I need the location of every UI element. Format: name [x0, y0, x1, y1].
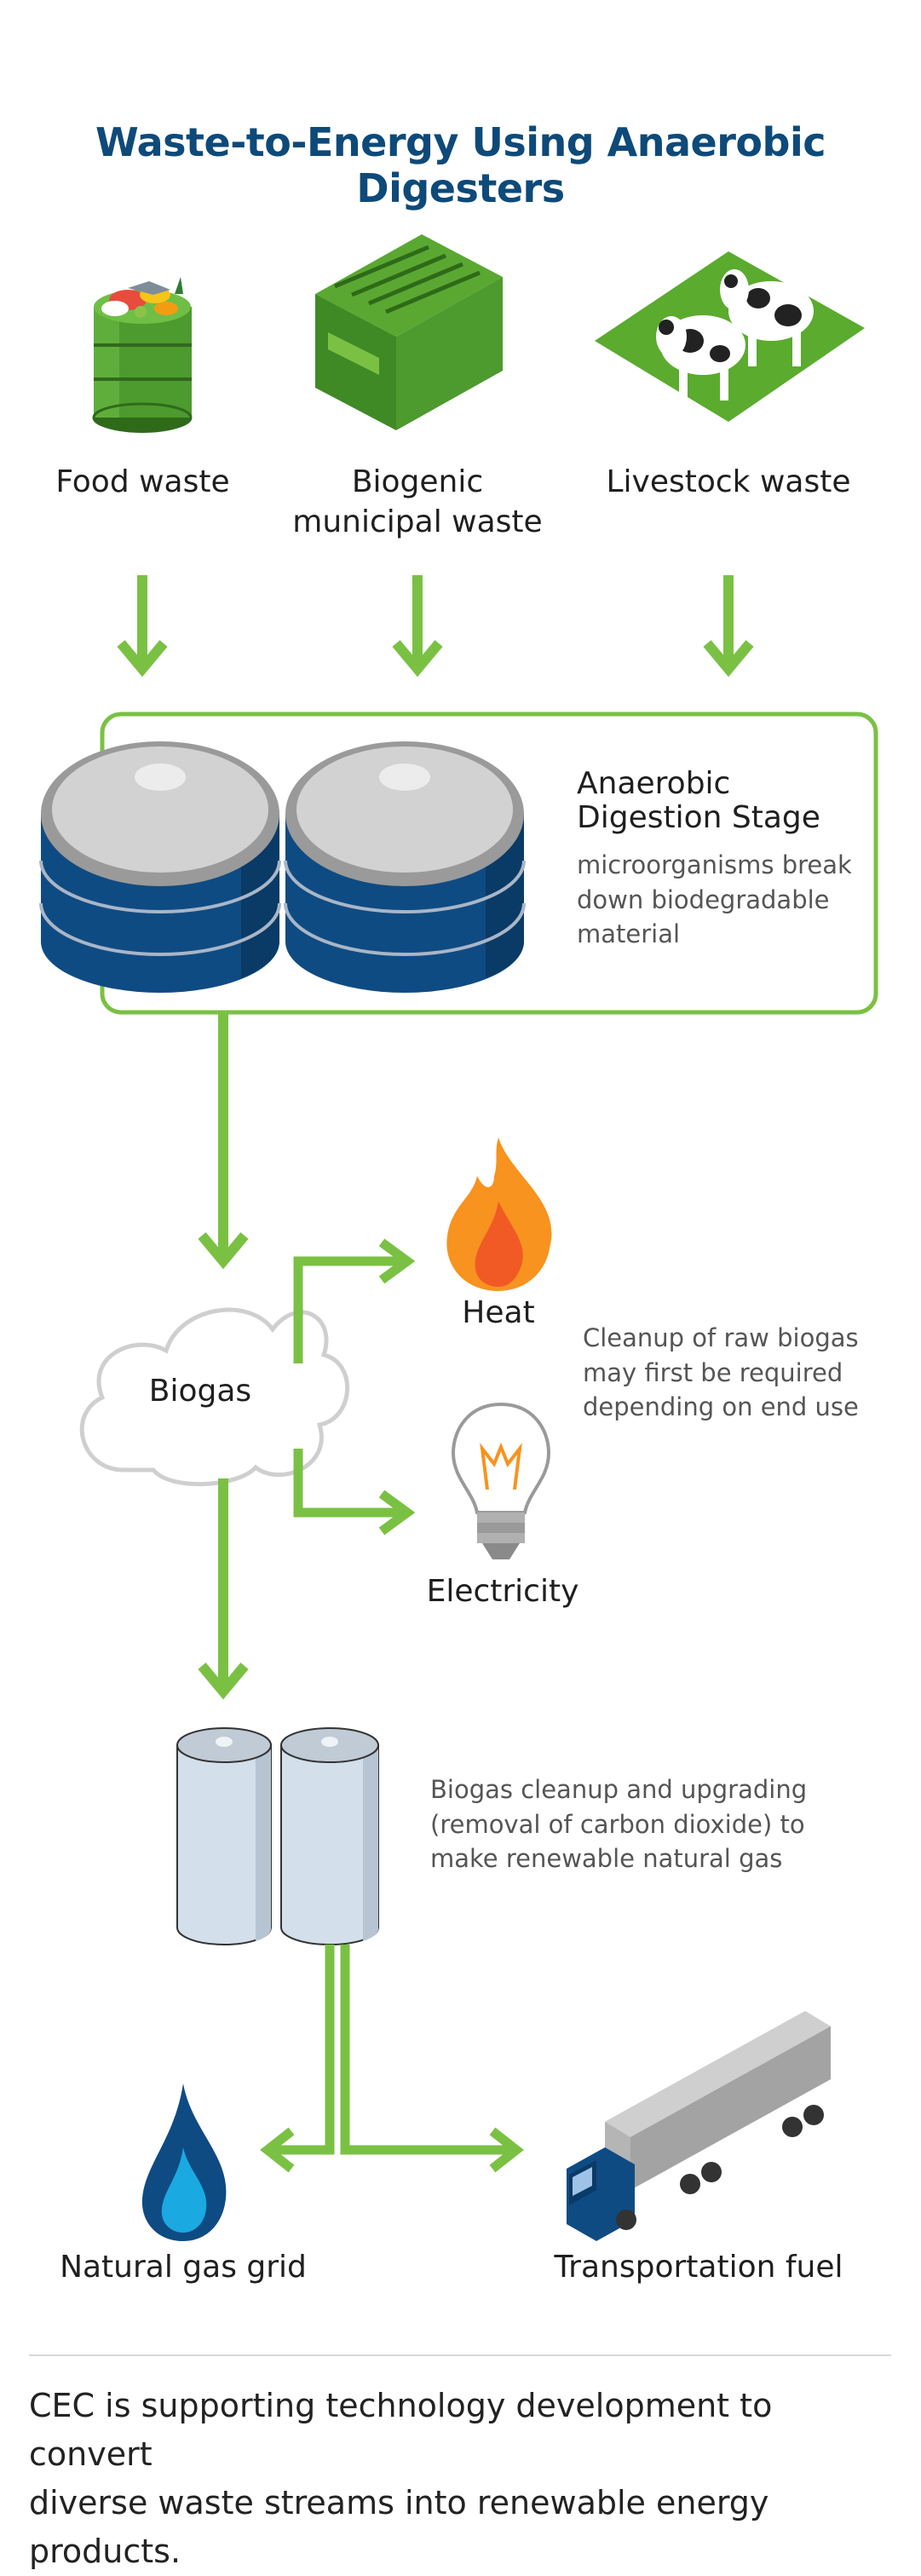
digestion-title-line2: Digestion Stage: [577, 799, 820, 835]
digestion-desc-line2: down biodegradable: [577, 885, 830, 914]
digester-tank-icon: [284, 741, 526, 993]
storage-tank-icon: [280, 1727, 379, 1945]
municipal-waste-label: Biogenic municipal waste: [281, 463, 554, 543]
digestion-desc-line1: microorganisms break: [577, 850, 852, 879]
cows-icon: [595, 251, 865, 422]
digester-tank-icon: [39, 741, 281, 993]
cleanup-note-line3: depending on end use: [583, 1392, 859, 1422]
livestock-waste-label: Livestock waste: [606, 464, 851, 499]
upgrading-note-line2: (removal of carbon dioxide) to: [430, 1809, 805, 1839]
arrow-to-transportation-fuel: [340, 1945, 524, 2173]
electricity-label: Electricity: [426, 1574, 579, 1609]
arrow-to-natural-gas-grid: [260, 1945, 335, 2173]
arrow-biogas-to-upgrading: [198, 1478, 249, 1700]
truck-icon: [567, 2011, 831, 2241]
upgrading-note-line1: Biogas cleanup and upgrading: [430, 1775, 808, 1804]
footer-line2: diverse waste streams into renewable ene…: [29, 2484, 769, 2570]
heat-label: Heat: [462, 1295, 535, 1330]
municipal-waste-label-line2: municipal waste: [292, 504, 543, 539]
arrow-digester-to-biogas: [198, 1012, 249, 1270]
storage-tank-icon: [176, 1727, 272, 1945]
municipal-waste-label-line1: Biogenic: [351, 464, 484, 499]
digestion-title-line1: Anaerobic: [577, 766, 731, 801]
biogas-label: Biogas: [148, 1374, 252, 1409]
upgrading-note-line3: make renewable natural gas: [430, 1844, 783, 1874]
upgrading-note: Biogas cleanup and upgrading (removal of…: [430, 1772, 807, 1876]
source-arrows: [117, 575, 754, 677]
gas-flame-icon: [141, 2083, 227, 2241]
food-waste-label: Food waste: [55, 464, 230, 499]
food-bin-icon: [92, 277, 193, 433]
footer-divider: [29, 2354, 891, 2356]
diagram-graphics: [39, 234, 878, 2241]
cleanup-note-line2: may first be required: [583, 1357, 843, 1387]
digestion-description: microorganisms break down biodegradable …: [577, 848, 852, 952]
arrow-biogas-to-electricity: [293, 1449, 416, 1536]
page-title: Waste-to-Energy Using Anaerobic Digester…: [95, 119, 826, 211]
cleanup-note-line1: Cleanup of raw biogas: [583, 1323, 859, 1352]
footer-line1: CEC is supporting technology development…: [29, 2387, 773, 2473]
natural-gas-grid-label: Natural gas grid: [60, 2250, 307, 2285]
cleanup-note: Cleanup of raw biogas may first be requi…: [583, 1321, 859, 1425]
transportation-fuel-label: Transportation fuel: [554, 2250, 843, 2285]
lightbulb-icon: [451, 1402, 551, 1559]
digestion-desc-line3: material: [577, 919, 681, 949]
cloud-icon: [79, 1307, 350, 1486]
digestion-stage-title: Anaerobic Digestion Stage: [577, 767, 820, 834]
footer-text: CEC is supporting technology development…: [29, 2382, 898, 2576]
arrow-biogas-to-heat: [293, 1238, 416, 1363]
dumpster-icon: [315, 234, 503, 430]
flame-icon: [446, 1138, 552, 1291]
